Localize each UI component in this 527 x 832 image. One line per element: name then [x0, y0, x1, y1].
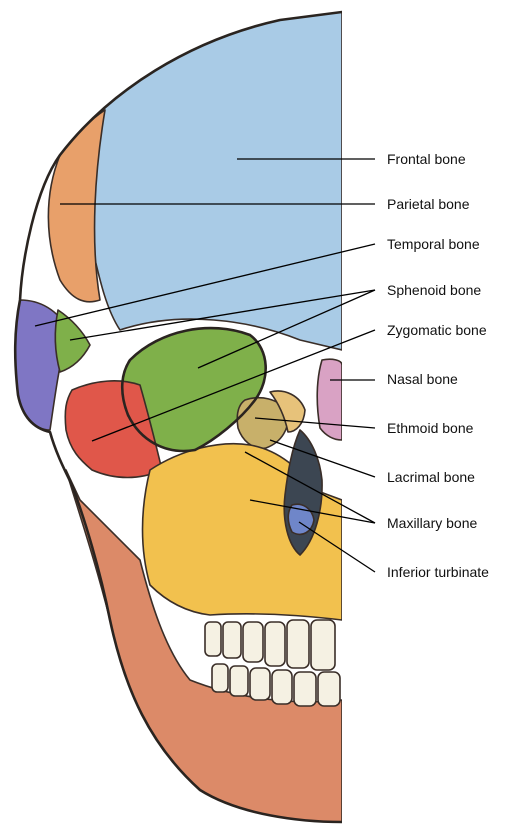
- label-sphenoid-bone: Sphenoid bone: [387, 282, 481, 298]
- tooth: [230, 666, 248, 696]
- label-inferior-turbinate: Inferior turbinate: [387, 564, 489, 580]
- tooth: [250, 668, 270, 700]
- label-ethmoid-bone: Ethmoid bone: [387, 420, 474, 436]
- tooth: [294, 672, 316, 706]
- tooth: [223, 622, 241, 658]
- labels: Frontal bone Parietal bone Temporal bone…: [387, 151, 489, 580]
- tooth: [265, 622, 285, 666]
- skull-illustration: [15, 12, 342, 822]
- label-temporal-bone: Temporal bone: [387, 236, 480, 252]
- frontal-bone-region: [60, 12, 342, 350]
- tooth: [311, 620, 335, 670]
- tooth: [243, 622, 263, 662]
- label-zygomatic-bone: Zygomatic bone: [387, 322, 487, 338]
- label-nasal-bone: Nasal bone: [387, 371, 458, 387]
- label-lacrimal-bone: Lacrimal bone: [387, 469, 475, 485]
- tooth: [212, 664, 228, 692]
- tooth: [205, 622, 221, 656]
- label-parietal-bone: Parietal bone: [387, 196, 470, 212]
- upper-teeth: [205, 620, 335, 670]
- label-maxillary-bone: Maxillary bone: [387, 515, 477, 531]
- tooth: [272, 670, 292, 704]
- label-frontal-bone: Frontal bone: [387, 151, 466, 167]
- nasal-region: [317, 359, 342, 440]
- tooth: [318, 672, 340, 706]
- tooth: [287, 620, 309, 668]
